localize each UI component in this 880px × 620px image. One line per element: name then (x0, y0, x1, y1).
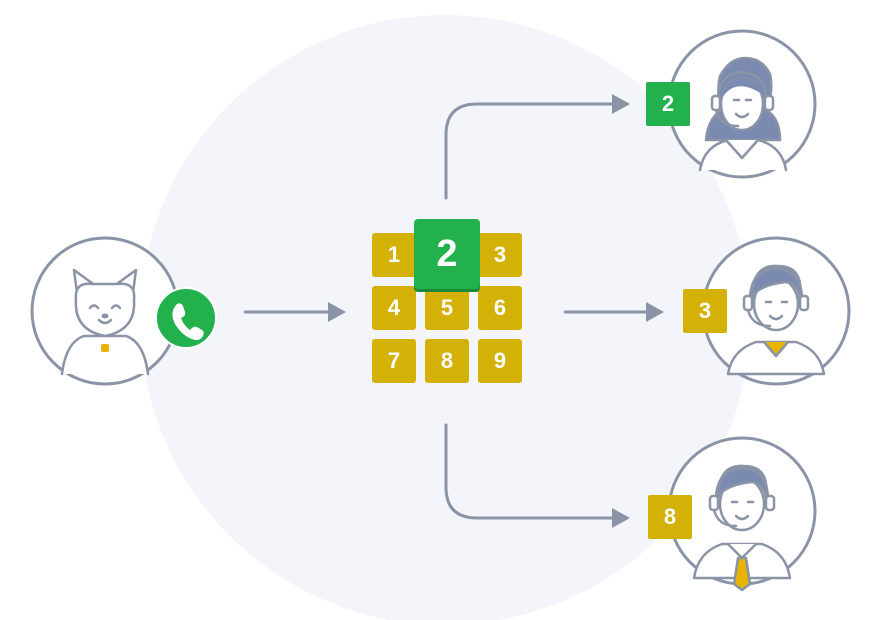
agent-8-avatar (667, 436, 817, 592)
keypad-key-1[interactable]: 1 (372, 233, 416, 277)
keypad-key-2[interactable]: 2 (414, 219, 480, 289)
keypad-key-3[interactable]: 3 (478, 233, 522, 277)
caller-avatar (30, 236, 180, 386)
arrow-head-agent-8 (612, 508, 630, 528)
phone-call-badge (155, 287, 217, 349)
agent-3-avatar (701, 236, 851, 386)
keypad-key-4[interactable]: 4 (372, 286, 416, 330)
arrow-to-agent-8 (444, 423, 614, 520)
male-agent-headset-icon (726, 264, 826, 376)
phone-icon (172, 303, 204, 341)
female-agent-headset-icon (698, 56, 788, 172)
arrow-head-agent-2 (612, 94, 630, 114)
agent-2-avatar (667, 29, 817, 179)
keypad-key-8[interactable]: 8 (425, 339, 469, 383)
arrow-to-agent-2 (444, 102, 614, 200)
agent-2-extension-badge: 2 (646, 82, 690, 126)
keypad-key-6[interactable]: 6 (478, 286, 522, 330)
keypad-key-7[interactable]: 7 (372, 339, 416, 383)
keypad-key-5[interactable]: 5 (425, 286, 469, 330)
agent-8-extension-badge: 8 (648, 495, 692, 539)
arrow-head-agent-3 (646, 302, 664, 322)
routing-arrows (243, 94, 664, 528)
keypad-key-9[interactable]: 9 (478, 339, 522, 383)
dog-icon (60, 268, 150, 376)
arrow-head-keypad (328, 302, 346, 322)
male-agent-tie-headset-icon (692, 464, 792, 592)
agent-3-extension-badge: 3 (683, 289, 727, 333)
